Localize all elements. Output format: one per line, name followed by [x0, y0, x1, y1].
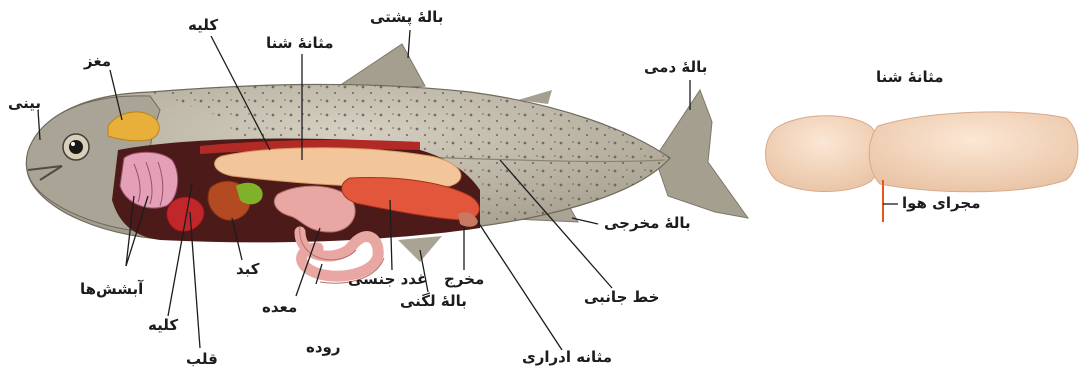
label-liver: کبد	[236, 262, 260, 277]
label-caudal-fin: بالهٔ دمی	[644, 60, 707, 75]
label-anus: مخرج	[444, 272, 484, 287]
label-dorsal-fin: بالهٔ پشتی	[370, 10, 443, 25]
label-kidney-top: کلیه	[188, 18, 218, 33]
caudal-fin-shape	[655, 90, 748, 218]
air-duct-label: مجرای هوا	[902, 196, 981, 211]
label-heart: قلب	[186, 352, 218, 367]
fish-illustration	[26, 44, 748, 283]
label-kidney-bottom: کلیه	[148, 318, 178, 333]
label-gills: آبشش‌ها	[80, 282, 143, 297]
gills-shape	[120, 152, 178, 208]
fish-eye	[63, 134, 89, 160]
pelvic-fin-shape	[398, 236, 442, 262]
label-anal-fin: بالهٔ مخرجی	[604, 216, 691, 231]
label-swim-bladder-top: مثانهٔ شنا	[266, 36, 334, 51]
label-nose: بینی	[8, 96, 41, 111]
label-pelvic-fin: بالهٔ لگنی	[400, 294, 467, 309]
swim-bladder-left-lobe	[766, 116, 881, 192]
swim-bladder-right-lobe	[869, 112, 1078, 192]
label-intestine: روده	[306, 340, 341, 355]
swim-bladder-photo-title: مثانهٔ شنا	[876, 70, 944, 85]
label-lateral-line: خط جانبی	[584, 290, 659, 305]
label-gonads: غدد جنسی	[348, 272, 427, 287]
label-stomach: معده	[262, 300, 297, 315]
label-urinary-bladder: مثانه ادراری	[522, 350, 612, 365]
label-brain: مغز	[84, 54, 111, 69]
